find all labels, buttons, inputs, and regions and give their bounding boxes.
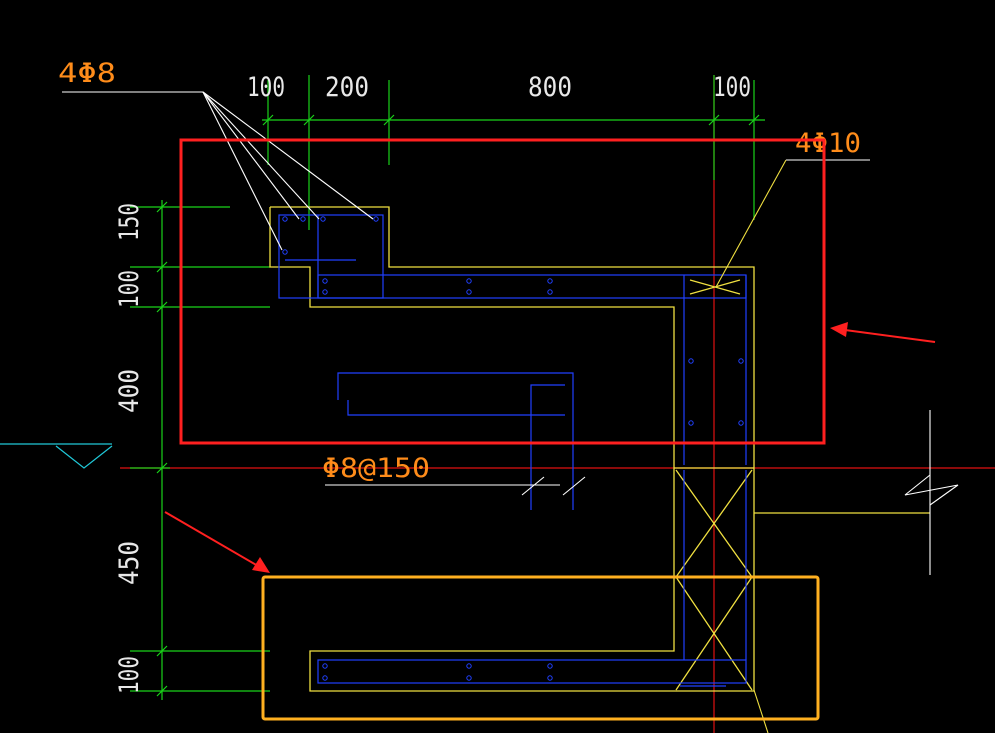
dim-top-4: 100 bbox=[713, 72, 751, 103]
label-bars-top-left: 4Φ8 bbox=[58, 58, 116, 89]
dim-top-2: 200 bbox=[325, 72, 369, 103]
red-arrow-right bbox=[830, 322, 936, 343]
dim-left-4: 450 bbox=[114, 541, 145, 585]
concrete-outline bbox=[269, 206, 930, 692]
dim-left-3: 400 bbox=[114, 369, 145, 413]
leader-lines-yellow bbox=[715, 159, 787, 733]
highlight-box-orange bbox=[261, 575, 820, 721]
dim-left-2: 100 bbox=[114, 270, 145, 308]
leader-lines bbox=[62, 91, 959, 575]
highlight-box-red bbox=[179, 138, 826, 445]
axis-lines bbox=[120, 75, 995, 733]
stirrup-ticks bbox=[521, 476, 586, 496]
label-stirrups: Φ8@150 bbox=[322, 453, 430, 484]
red-arrow-left bbox=[164, 511, 270, 573]
triangle-water-level-icon bbox=[0, 443, 113, 469]
dim-top-3: 800 bbox=[528, 72, 572, 103]
dim-top-1: 100 bbox=[247, 72, 285, 103]
dim-left-1: 150 bbox=[114, 203, 145, 241]
top-dimension-lines bbox=[262, 75, 765, 230]
label-bars-top-right: 4Φ10 bbox=[795, 128, 861, 159]
dim-left-5: 100 bbox=[114, 656, 145, 694]
left-dimension-lines bbox=[130, 200, 270, 700]
rebar-dots bbox=[282, 216, 744, 681]
rebar bbox=[278, 214, 747, 687]
corner-cross-mark bbox=[689, 279, 741, 295]
